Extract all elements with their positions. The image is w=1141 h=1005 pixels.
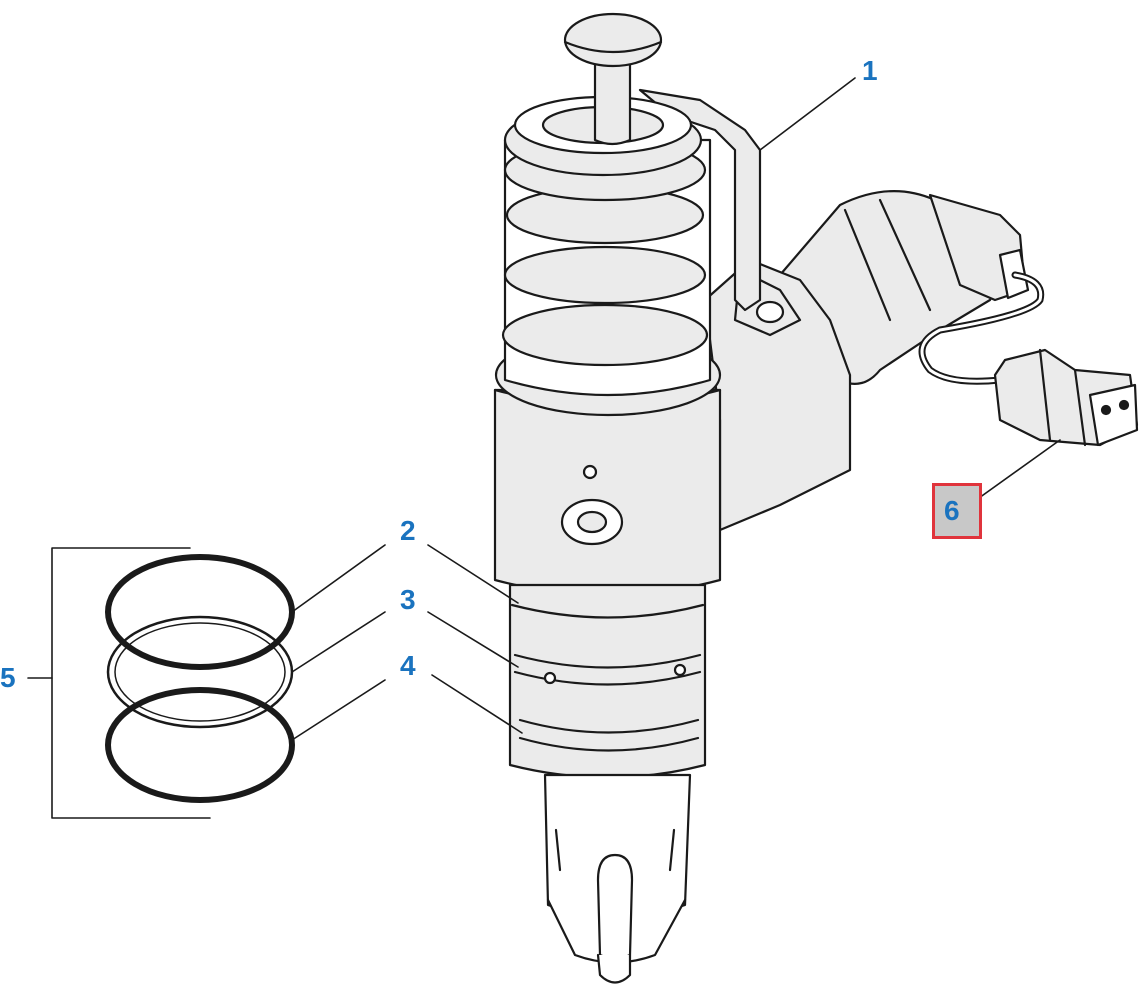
leader-line-1 <box>759 77 856 151</box>
kit-bracket <box>51 547 211 819</box>
callout-4: 4 <box>400 650 416 681</box>
electrical-connector-icon <box>778 190 1139 447</box>
leader-line-3 <box>291 611 386 673</box>
callout-6: 6 <box>944 495 960 526</box>
injector-body <box>493 388 722 597</box>
leader-line-2 <box>291 544 386 613</box>
callout-2: 2 <box>400 515 416 546</box>
injector-plunger <box>593 43 632 146</box>
callout-6-highlight <box>932 483 982 539</box>
callout-3: 3 <box>400 584 416 615</box>
leader-line-2b <box>427 544 519 604</box>
injector-barrel <box>508 583 707 779</box>
leader-line-4 <box>291 679 386 741</box>
leader-line-3b <box>427 611 519 668</box>
o-ring-seal-icon <box>105 554 295 803</box>
injector-clamp <box>638 88 762 312</box>
leader-line-4b <box>431 674 523 734</box>
callout-5: 5 <box>0 662 16 693</box>
callout-1: 1 <box>862 55 878 86</box>
